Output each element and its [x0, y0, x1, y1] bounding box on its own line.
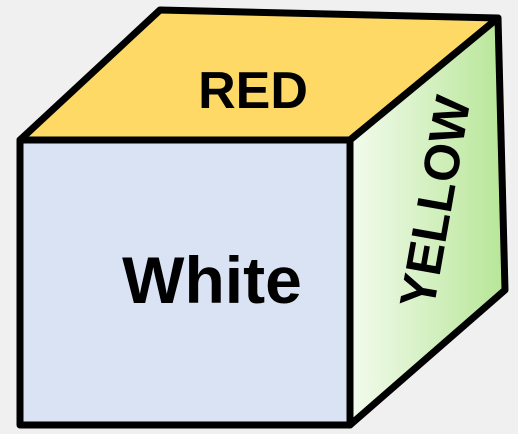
top-face-label: RED	[198, 62, 308, 120]
front-face-label: White	[122, 243, 302, 317]
